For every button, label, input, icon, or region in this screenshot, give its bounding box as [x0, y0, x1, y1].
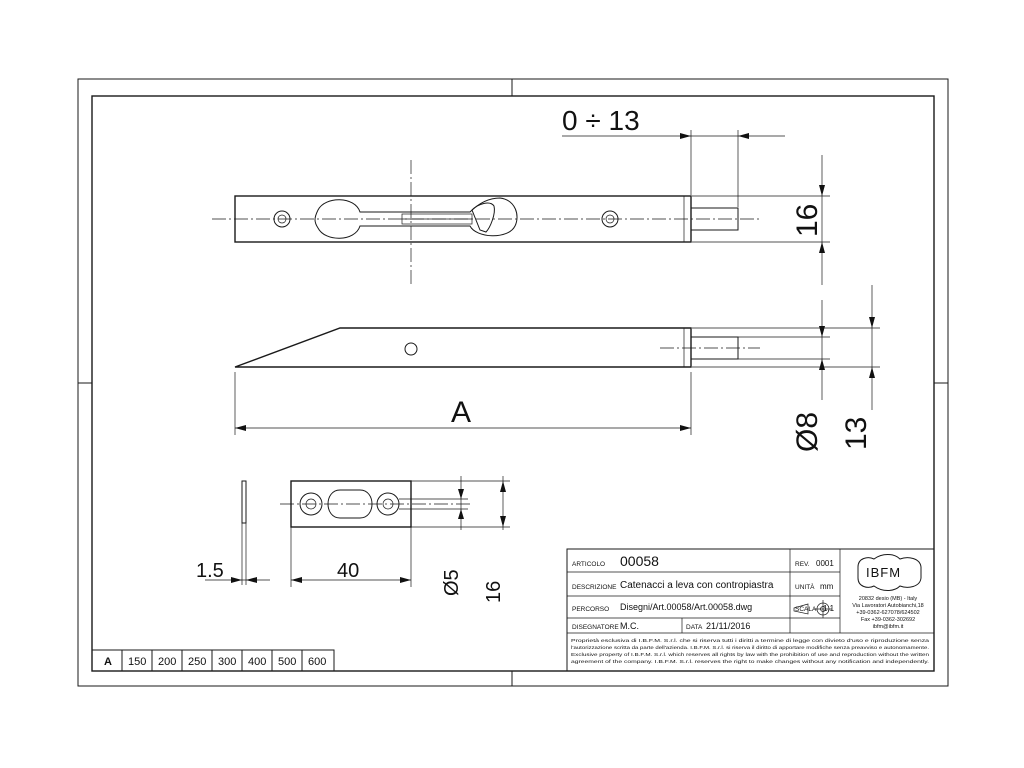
- tb-descrizione-value: Catenacci a leva con contropiastra: [620, 580, 774, 591]
- size-table-cell: 150: [128, 656, 146, 668]
- tb-legal-line: Exclusive property of I.B.F.M. S.r.l. wh…: [571, 652, 930, 657]
- size-table-cell: 600: [308, 656, 326, 668]
- tb-descrizione-label: DESCRIZIONE: [572, 584, 617, 591]
- tb-rev-label: REV.: [795, 561, 810, 568]
- tb-legal-line: Proprietà esclusiva di I.B.F.M. S.r.l. c…: [571, 638, 930, 643]
- size-table: [91, 649, 335, 672]
- tb-unita-value: mm: [820, 582, 834, 591]
- size-table-cell: 250: [188, 656, 206, 668]
- tb-legal-line: agreement of the company. I.B.F.M. S.r.l…: [571, 659, 929, 664]
- tb-percorso-value: Disegni/Art.00058/Art.00058.dwg: [620, 602, 752, 612]
- dim-stroke-range: 0 ÷ 13: [562, 105, 640, 136]
- strike-plate-view: [205, 476, 510, 587]
- size-table-cell: 500: [278, 656, 296, 668]
- dim-hole-diameter: Ø5: [441, 569, 463, 596]
- size-table-cell: 300: [218, 656, 236, 668]
- size-table-label: A: [104, 656, 112, 668]
- tb-scala-label: SCALA: [795, 606, 817, 613]
- tb-data-value: 21/11/2016: [706, 621, 750, 631]
- size-table-cell: 400: [248, 656, 266, 668]
- tb-disegnatore-label: DISEGNATORE: [572, 624, 619, 631]
- tb-disegnatore-value: M.C.: [620, 621, 639, 631]
- dim-plate-thickness: 1.5: [196, 560, 224, 582]
- dim-pin-diameter: Ø8: [791, 412, 824, 452]
- tb-rev-value: 0001: [816, 559, 834, 568]
- tb-articolo-value: 00058: [620, 553, 659, 569]
- dim-plate-length: 40: [337, 560, 359, 582]
- tb-email: ibfm@ibfm.it: [873, 624, 904, 630]
- tb-scala-value: 1:1: [823, 604, 835, 613]
- outer-frame: [77, 78, 949, 687]
- tb-percorso-label: PERCORSO: [572, 606, 609, 613]
- dim-side-height: 13: [840, 417, 873, 450]
- tb-phone: +39-0362-627078/624502: [856, 610, 919, 616]
- tb-data-label: DATA: [686, 624, 703, 631]
- tb-unita-label: UNITÀ: [795, 582, 815, 591]
- top-view: [212, 130, 830, 285]
- tb-legal-line: l'autorizzazione scritta da parte dell'a…: [571, 645, 929, 650]
- tb-fax: Fax +39-0362-302692: [861, 617, 915, 623]
- dim-plate-height: 16: [483, 581, 505, 603]
- side-view: [234, 285, 880, 435]
- tb-articolo-label: ARTICOLO: [572, 561, 605, 568]
- dim-top-height: 16: [791, 204, 824, 237]
- size-table-cell: 200: [158, 656, 176, 668]
- title-block: [566, 548, 935, 672]
- tb-address-line: Via Lavoratori Autobianchi,18: [852, 603, 923, 609]
- tb-address-line: 20832 desio (MB) - Italy: [859, 596, 918, 602]
- company-logo: IBFM: [866, 565, 901, 580]
- dim-length: A: [451, 396, 471, 429]
